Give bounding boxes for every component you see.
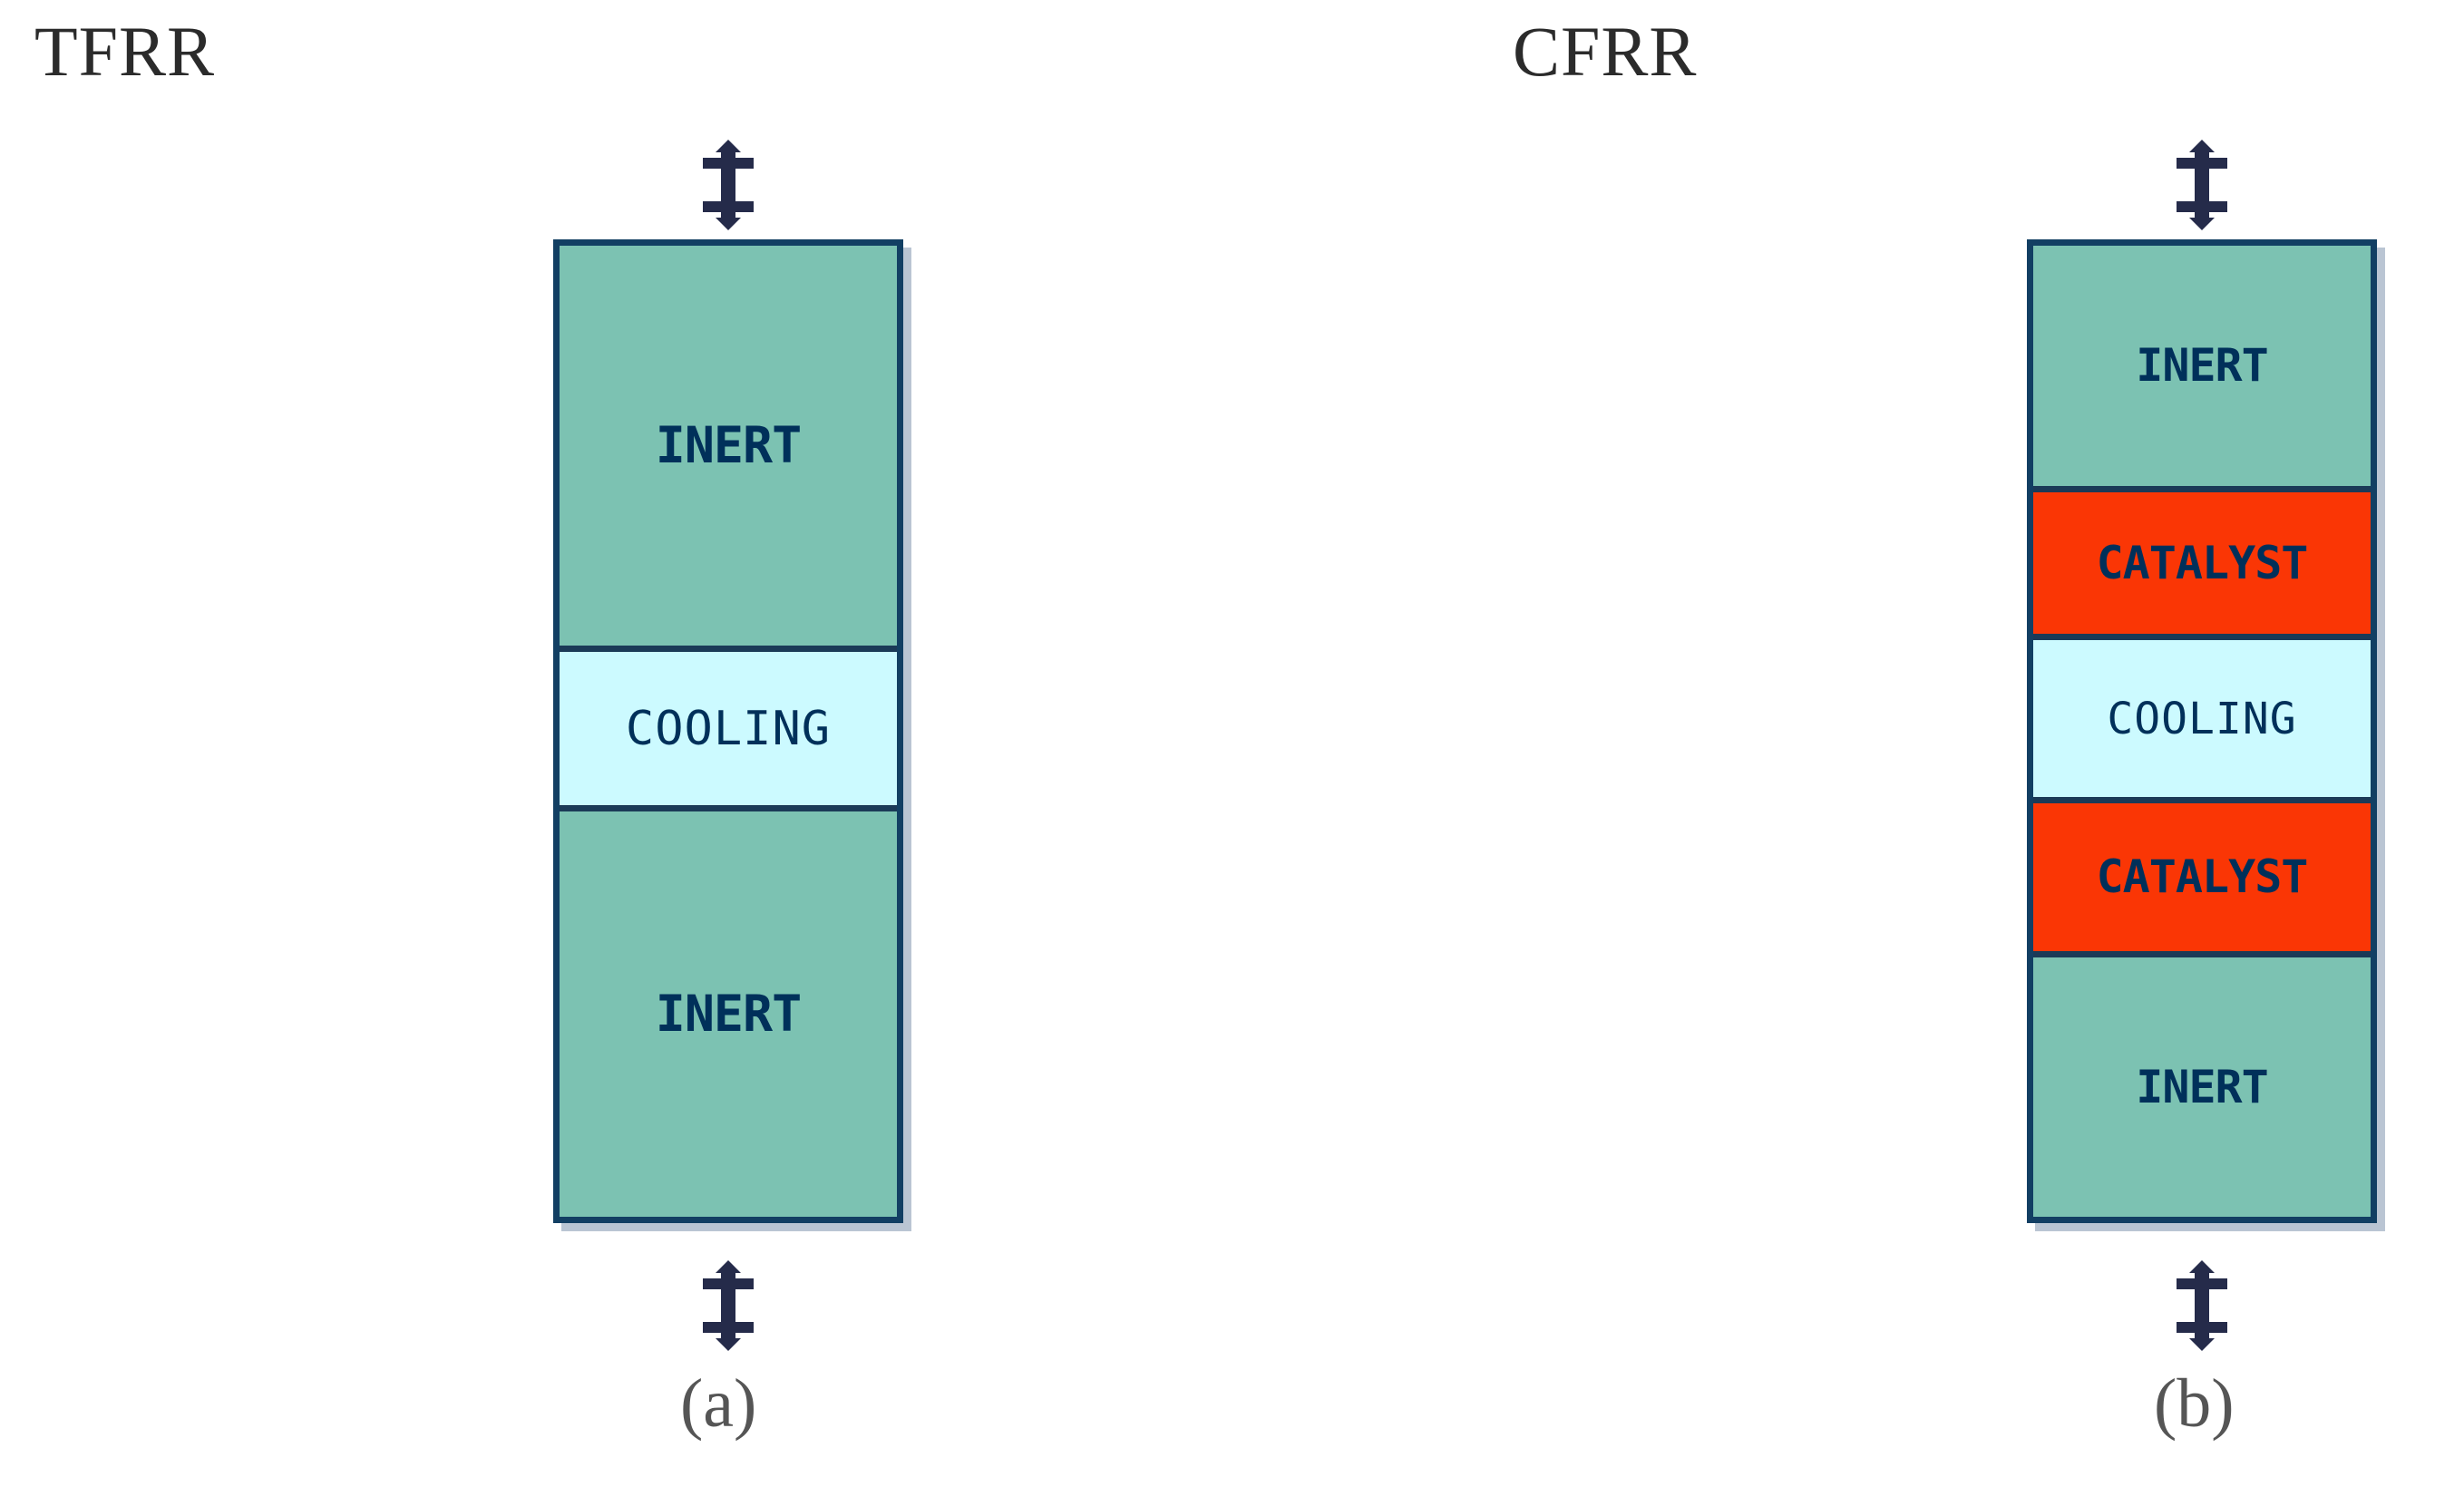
reactor-b-acronym-label: CFRR xyxy=(1513,12,1698,91)
band-cooling: COOLING xyxy=(2033,634,2371,798)
band-label: INERT xyxy=(655,416,803,475)
band-label: COOLING xyxy=(2107,693,2297,744)
band-label: CATALYST xyxy=(2096,850,2309,904)
flow-arrow-bottom-icon xyxy=(685,1258,772,1353)
reactor-a-assembly: INERT COOLING INERT (a) xyxy=(354,0,934,1506)
band-cooling: COOLING xyxy=(560,646,897,805)
reactor-b-caption: (b) xyxy=(2154,1365,2235,1442)
flow-arrow-top-icon xyxy=(685,138,772,232)
reactor-a-column: INERT COOLING INERT xyxy=(553,239,903,1223)
band-label: INERT xyxy=(655,984,803,1043)
band-inert-bottom: INERT xyxy=(2033,950,2371,1217)
flow-arrow-top-icon xyxy=(2158,138,2245,232)
reactor-b-column: INERT CATALYST COOLING CATALYST INERT xyxy=(2027,239,2377,1223)
band-label: INERT xyxy=(2136,1060,2269,1113)
reactor-a-caption: (a) xyxy=(680,1365,757,1442)
band-inert-bottom: INERT xyxy=(560,804,897,1217)
flow-arrow-bottom-icon xyxy=(2158,1258,2245,1353)
reactor-b-assembly: INERT CATALYST COOLING CATALYST INERT (b… xyxy=(1823,0,2403,1506)
band-inert-top: INERT xyxy=(2033,246,2371,486)
band-label: INERT xyxy=(2136,339,2269,393)
reactor-a-acronym-label: TFRR xyxy=(34,12,216,91)
band-label: COOLING xyxy=(625,701,832,756)
band-catalyst-lower: CATALYST xyxy=(2033,797,2371,951)
band-label: CATALYST xyxy=(2096,536,2309,589)
band-catalyst-upper: CATALYST xyxy=(2033,485,2371,635)
band-inert-top: INERT xyxy=(560,246,897,646)
